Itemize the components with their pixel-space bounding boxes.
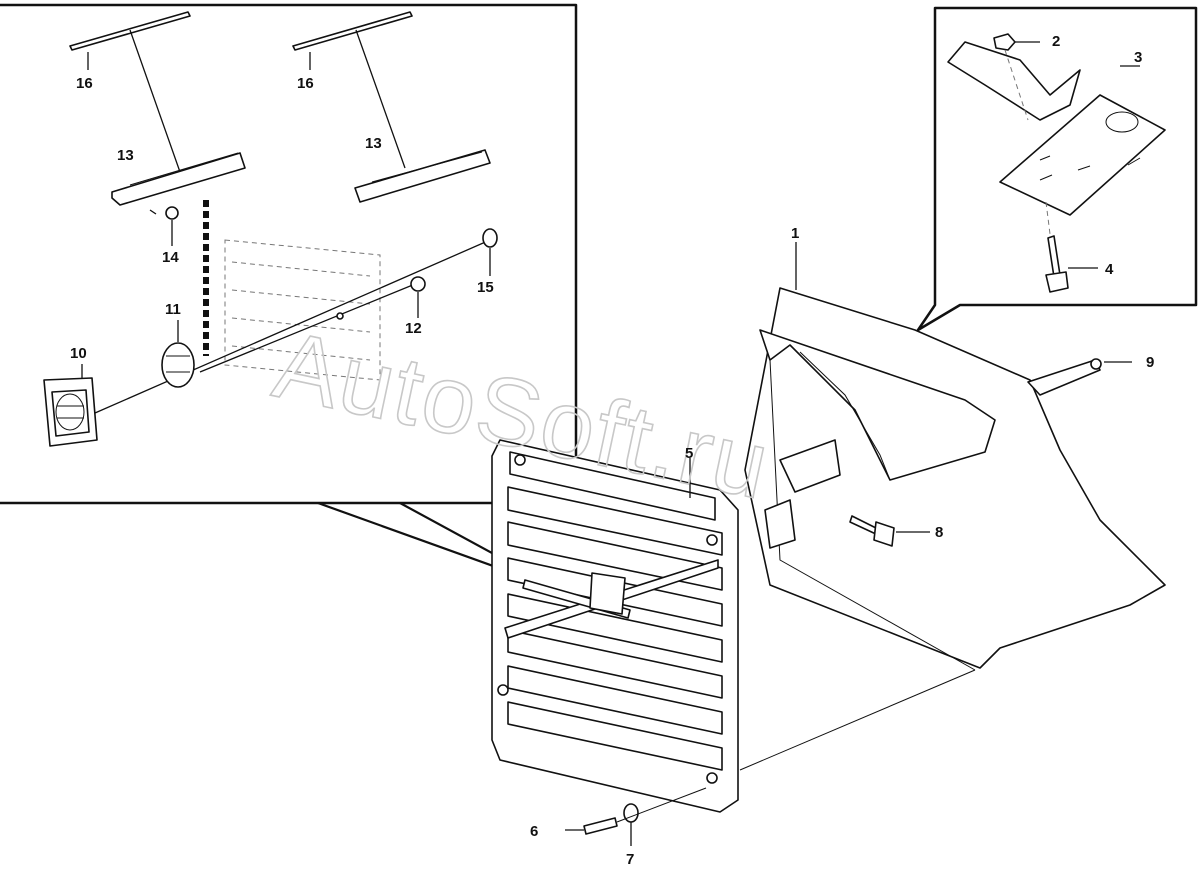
bolt-4 — [1045, 201, 1098, 293]
callout-6: 6 — [530, 823, 538, 840]
callout-13-left: 13 — [117, 147, 134, 164]
trim-rail-13-right — [354, 149, 491, 203]
trim-strip-16-right — [292, 11, 413, 51]
detail-inset-bracket — [916, 6, 1198, 332]
washer-12 — [410, 276, 426, 292]
callout-1: 1 — [791, 225, 799, 242]
callout-14: 14 — [162, 249, 179, 266]
ghost-grille-outline — [224, 239, 381, 381]
callout-15: 15 — [477, 279, 494, 296]
emblem-housing-10 — [43, 377, 98, 447]
callout-12: 12 — [405, 320, 422, 337]
callout-7: 7 — [626, 851, 634, 868]
callout-16-left: 16 — [76, 75, 93, 92]
callout-5: 5 — [685, 445, 693, 462]
screw-6 — [565, 817, 618, 835]
callout-2: 2 — [1052, 33, 1060, 50]
trim-rail-13-left — [111, 152, 246, 206]
nut-2 — [993, 33, 1040, 121]
detail-inset-grille-emblem — [0, 3, 578, 592]
callout-4: 4 — [1105, 261, 1114, 278]
radiator-grille-5 — [491, 439, 739, 813]
callout-9: 9 — [1146, 354, 1154, 371]
bolt-8 — [849, 515, 930, 547]
brand-emblem-11 — [161, 342, 195, 388]
lamp-housing-1 — [739, 242, 1166, 771]
callout-labels: 1 2 3 4 5 6 7 8 9 10 11 12 13 13 14 15 1… — [70, 33, 1154, 868]
callout-16-right: 16 — [297, 75, 314, 92]
washer-7 — [623, 803, 639, 846]
callout-leaders — [81, 52, 491, 378]
callout-3: 3 — [1134, 49, 1142, 66]
callout-13-right: 13 — [365, 135, 382, 152]
callout-11: 11 — [165, 301, 181, 318]
clip-washer-14 — [165, 206, 179, 220]
nut-15 — [482, 228, 498, 248]
callout-8: 8 — [935, 524, 943, 541]
callout-10: 10 — [70, 345, 87, 362]
mounting-plate-3 — [999, 94, 1166, 216]
